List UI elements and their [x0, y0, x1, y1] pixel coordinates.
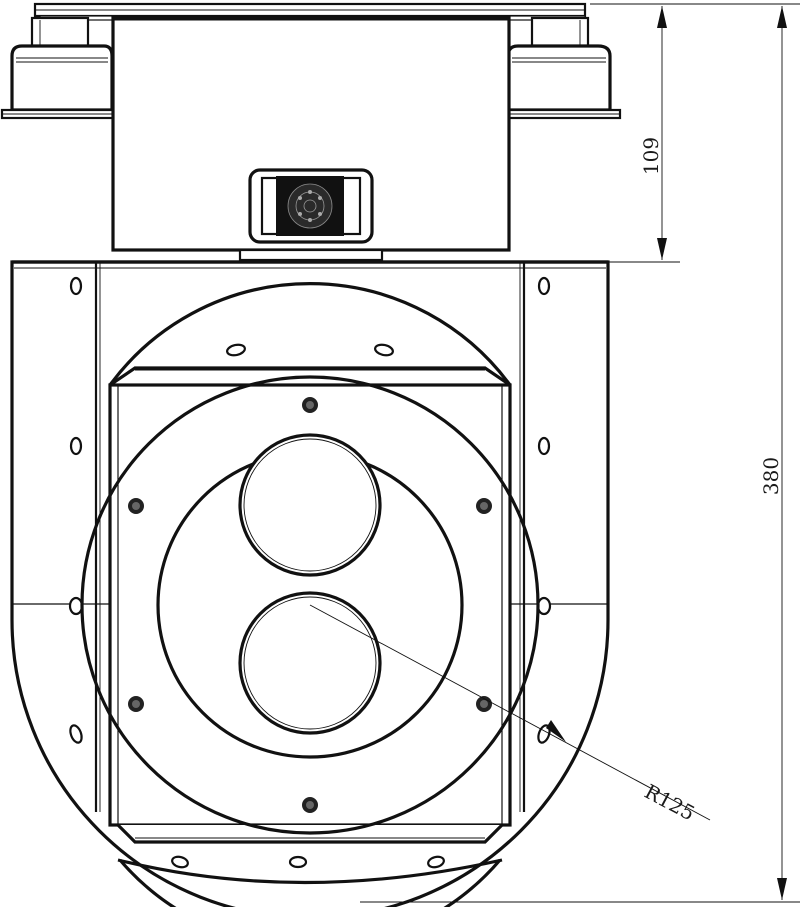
dimension-380: 380 — [360, 3, 800, 903]
shell-screws — [171, 343, 445, 869]
dimension-radius-label: R125 — [641, 779, 699, 825]
dimension-109-label: 109 — [639, 137, 663, 175]
connector-plug — [248, 168, 374, 244]
neck-collar — [238, 248, 384, 262]
lenses — [238, 433, 382, 735]
left-damper-block — [0, 16, 120, 120]
dimension-380-label: 380 — [759, 457, 783, 495]
dimension-109: 109 — [590, 3, 680, 263]
yoke-bolts — [68, 276, 552, 744]
disc-screws — [128, 397, 492, 813]
right-damper-block — [500, 16, 622, 120]
